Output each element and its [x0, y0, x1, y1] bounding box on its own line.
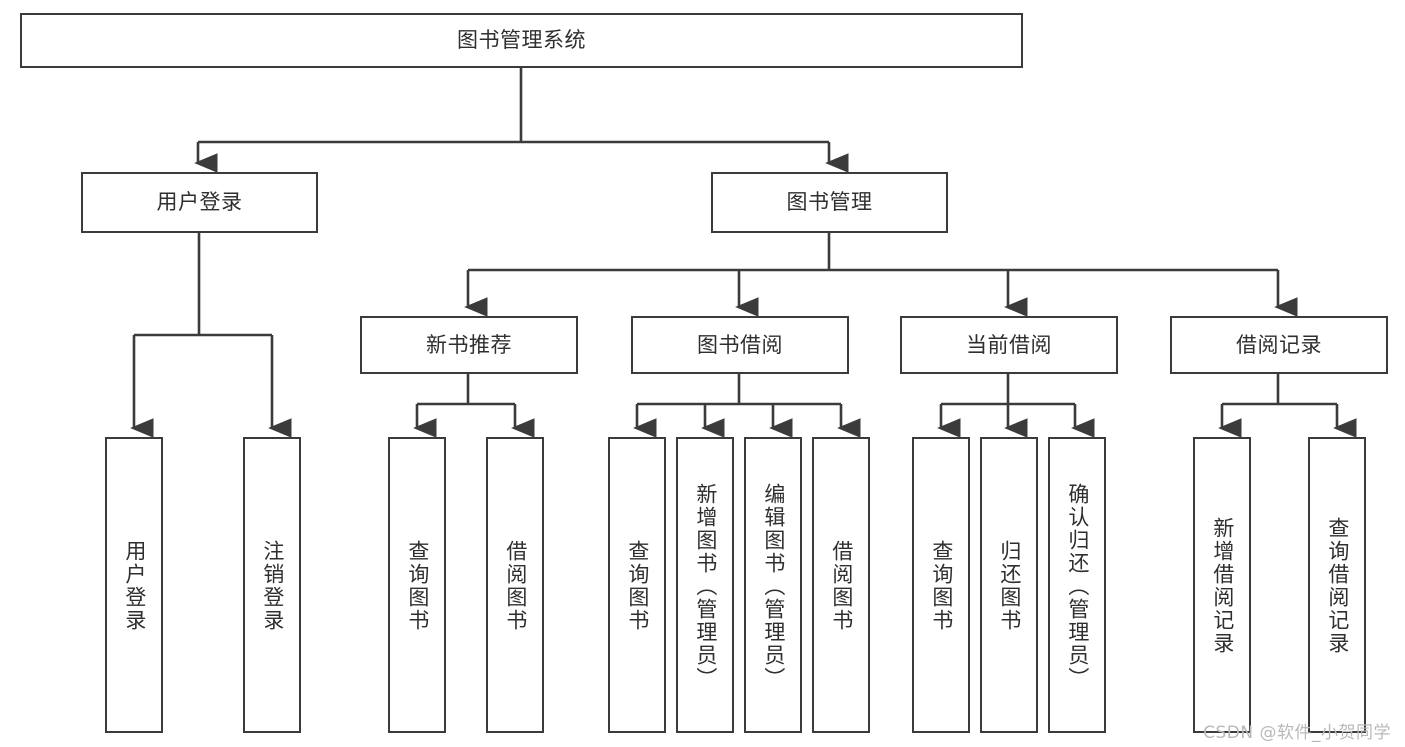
- node-leaf-edit-book[interactable]: 编辑图书（管理员）: [744, 437, 802, 733]
- node-book-borrow-label: 图书借阅: [697, 332, 783, 357]
- node-user-login-label: 用户登录: [156, 190, 243, 215]
- node-leaf-borrow-book-2-label: 借阅图书: [829, 540, 854, 632]
- node-leaf-query-book-2-label: 查询图书: [625, 540, 650, 632]
- node-root-label: 图书管理系统: [457, 28, 586, 53]
- node-book-manage[interactable]: 图书管理: [711, 172, 948, 233]
- node-leaf-logout-login[interactable]: 注销登录: [243, 437, 301, 733]
- node-leaf-query-book-3-label: 查询图书: [929, 540, 954, 632]
- node-new-book-recommend[interactable]: 新书推荐: [360, 316, 578, 374]
- node-current-borrow[interactable]: 当前借阅: [900, 316, 1118, 374]
- node-user-login[interactable]: 用户登录: [81, 172, 318, 233]
- node-borrow-record[interactable]: 借阅记录: [1170, 316, 1388, 374]
- node-root[interactable]: 图书管理系统: [20, 13, 1023, 68]
- node-leaf-user-login-label: 用户登录: [122, 540, 147, 632]
- node-leaf-borrow-book-1-label: 借阅图书: [503, 540, 528, 632]
- node-leaf-add-book-label: 新增图书（管理员）: [693, 482, 718, 690]
- node-leaf-user-login[interactable]: 用户登录: [105, 437, 163, 733]
- node-leaf-logout-login-label: 注销登录: [260, 540, 285, 632]
- node-leaf-borrow-book-2[interactable]: 借阅图书: [812, 437, 870, 733]
- node-leaf-add-record[interactable]: 新增借阅记录: [1193, 437, 1251, 733]
- node-leaf-return-book-label: 归还图书: [997, 540, 1022, 632]
- node-book-borrow[interactable]: 图书借阅: [631, 316, 849, 374]
- node-leaf-confirm-return-label: 确认归还（管理员）: [1065, 482, 1090, 690]
- node-leaf-query-book-1-label: 查询图书: [405, 540, 430, 632]
- node-leaf-query-book-2[interactable]: 查询图书: [608, 437, 666, 733]
- node-leaf-edit-book-label: 编辑图书（管理员）: [761, 482, 786, 690]
- node-book-manage-label: 图书管理: [786, 190, 873, 215]
- node-leaf-query-book-3[interactable]: 查询图书: [912, 437, 970, 733]
- node-leaf-query-book-1[interactable]: 查询图书: [388, 437, 446, 733]
- node-leaf-query-record-label: 查询借阅记录: [1325, 517, 1350, 655]
- node-leaf-add-book[interactable]: 新增图书（管理员）: [676, 437, 734, 733]
- node-current-borrow-label: 当前借阅: [966, 332, 1052, 357]
- node-leaf-confirm-return[interactable]: 确认归还（管理员）: [1048, 437, 1106, 733]
- node-leaf-add-record-label: 新增借阅记录: [1210, 517, 1235, 655]
- node-leaf-return-book[interactable]: 归还图书: [980, 437, 1038, 733]
- node-borrow-record-label: 借阅记录: [1236, 332, 1322, 357]
- node-new-book-recommend-label: 新书推荐: [426, 332, 512, 357]
- csdn-watermark: CSDN @软件_小贺同学: [1203, 723, 1391, 743]
- node-leaf-borrow-book-1[interactable]: 借阅图书: [486, 437, 544, 733]
- node-leaf-query-record[interactable]: 查询借阅记录: [1308, 437, 1366, 733]
